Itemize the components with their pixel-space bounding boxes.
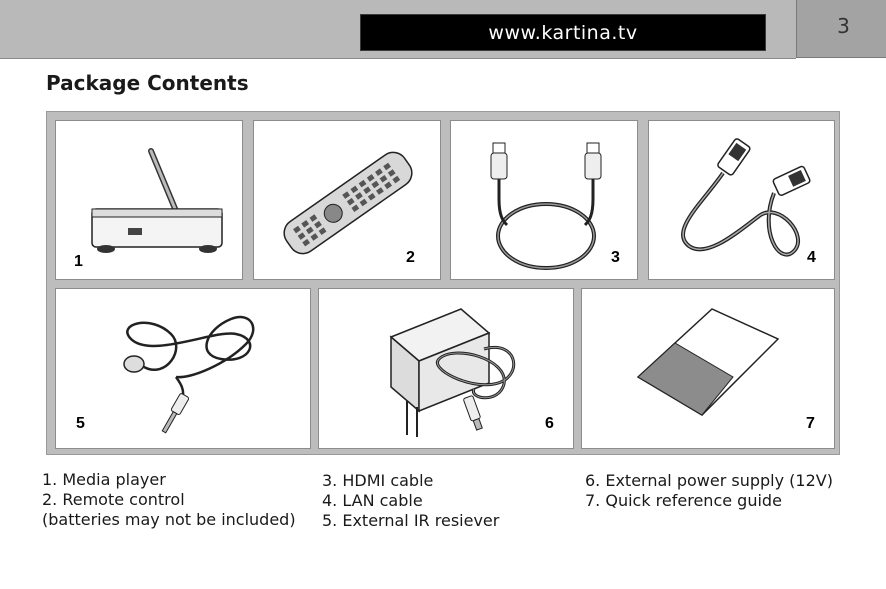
item-number: 1 bbox=[74, 253, 83, 270]
item-cell-ir-receiver: 5 bbox=[55, 288, 311, 449]
remote-control-icon bbox=[283, 151, 413, 255]
hdmi-cable-icon bbox=[490, 142, 602, 270]
caption-line: 5. External IR resiever bbox=[322, 511, 500, 530]
caption-line: 3. HDMI cable bbox=[322, 471, 434, 490]
caption-line: 6. External power supply (12V) bbox=[585, 471, 833, 490]
item-cell-media-player: 1 bbox=[55, 120, 243, 280]
caption-line: 7. Quick reference guide bbox=[585, 491, 782, 510]
caption-line: 4. LAN cable bbox=[322, 491, 423, 510]
quick-guide-icon bbox=[636, 308, 780, 416]
page-number: 3 bbox=[796, 0, 886, 58]
website-url[interactable]: www.kartina.tv bbox=[360, 14, 766, 51]
item-number: 3 bbox=[611, 249, 620, 266]
caption-line: (batteries may not be included) bbox=[42, 510, 296, 529]
item-cell-remote-control: 2 bbox=[253, 120, 441, 280]
item-number: 7 bbox=[806, 415, 815, 432]
item-number: 4 bbox=[807, 249, 816, 266]
caption-column-3: 6. External power supply (12V) 7. Quick … bbox=[585, 471, 833, 511]
item-cell-power-supply: 6 bbox=[318, 288, 574, 449]
caption-column-2: 3. HDMI cable 4. LAN cable 5. External I… bbox=[322, 471, 499, 531]
media-player-icon bbox=[91, 148, 223, 253]
package-contents-panel: 1 2 bbox=[46, 111, 840, 455]
ir-receiver-icon bbox=[123, 315, 255, 434]
page-header: www.kartina.tv 3 bbox=[0, 0, 886, 60]
item-number: 5 bbox=[76, 415, 85, 432]
section-title: Package Contents bbox=[46, 71, 249, 95]
caption-line: 1. Media player bbox=[42, 470, 166, 489]
item-cell-hdmi-cable: 3 bbox=[450, 120, 638, 280]
item-cell-quick-guide: 7 bbox=[581, 288, 835, 449]
power-supply-icon bbox=[389, 308, 516, 437]
caption-line: 2. Remote control bbox=[42, 490, 185, 509]
item-number: 6 bbox=[545, 415, 554, 432]
caption-column-1: 1. Media player 2. Remote control (batte… bbox=[42, 470, 296, 530]
lan-cable-icon bbox=[681, 138, 811, 257]
item-number: 2 bbox=[406, 249, 415, 266]
item-cell-lan-cable: 4 bbox=[648, 120, 835, 280]
